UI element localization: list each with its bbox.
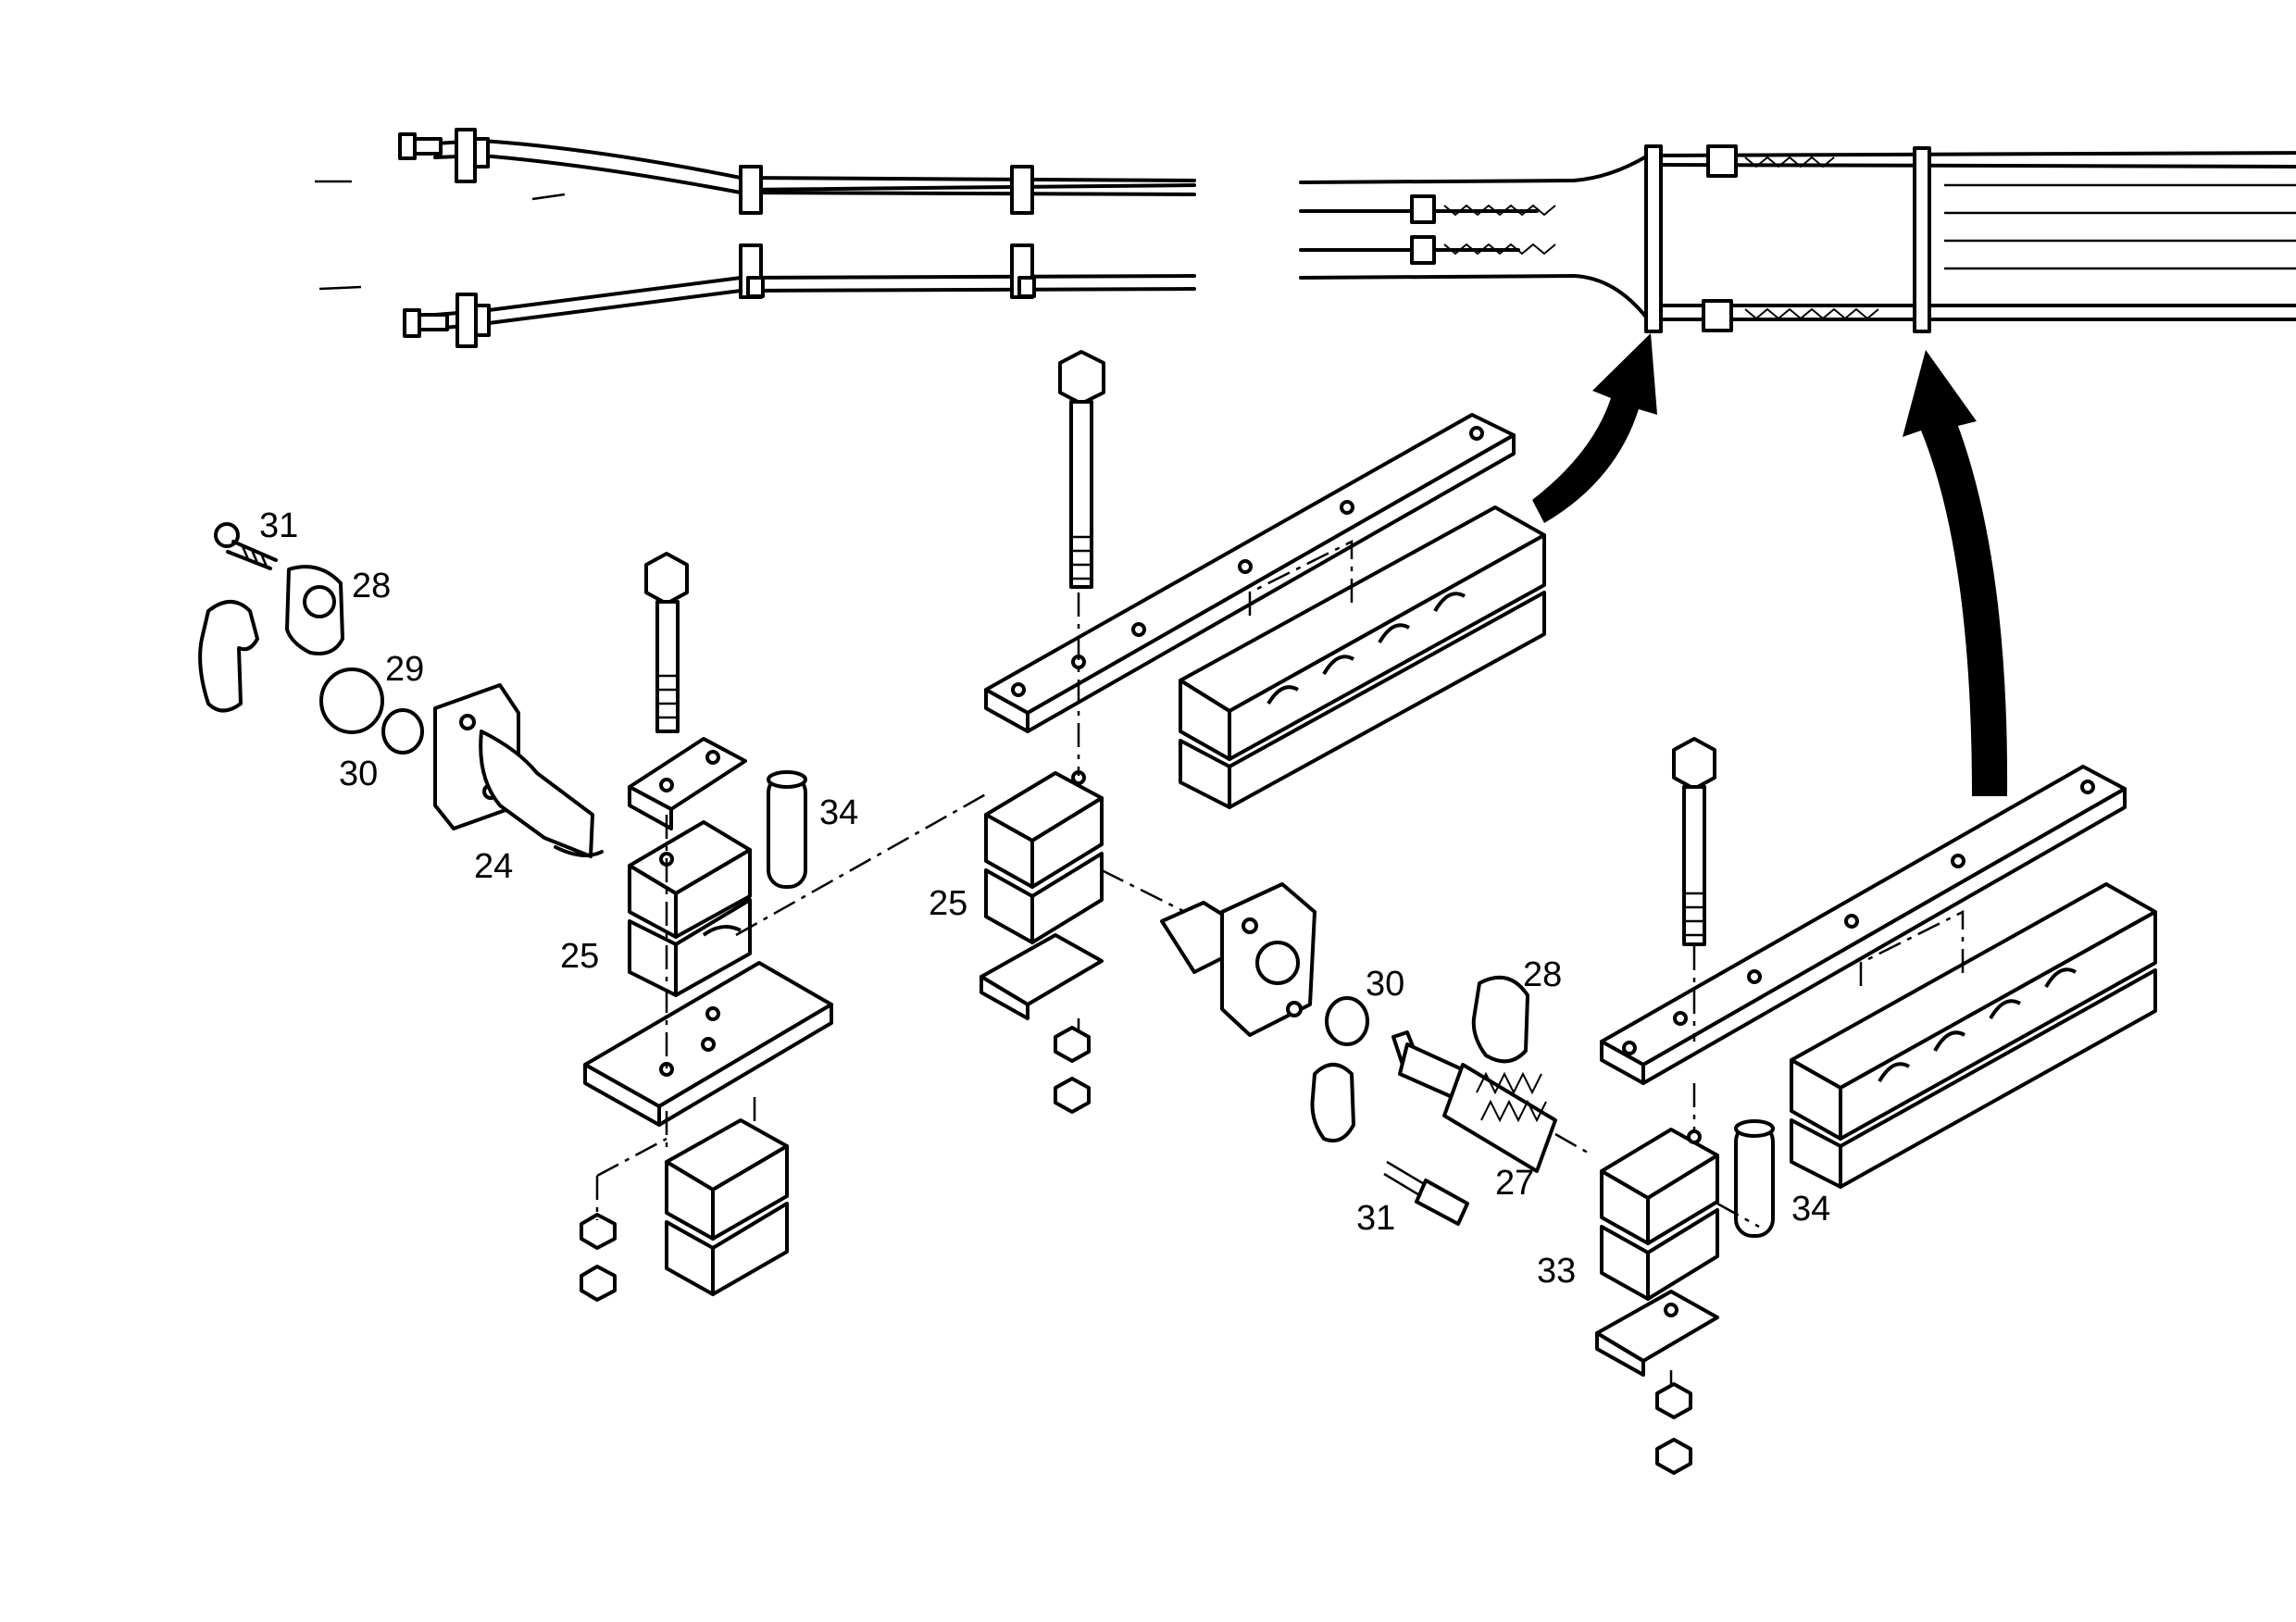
left-flange-assembly [198,522,604,858]
callout-27: 27 [1495,1164,1534,1203]
callout-28-right: 28 [1523,955,1562,994]
pipe-routing-overview [315,128,2296,348]
callout-24: 24 [474,847,513,886]
callout-31-bottom: 31 [1356,1199,1395,1238]
callout-25-left: 25 [560,937,599,976]
callout-30-mid: 30 [1366,965,1404,1004]
callout-28-left: 28 [352,567,391,605]
arrow-to-left-bracket [1532,333,1657,523]
left-clamp-stack [580,552,992,1302]
center-flange-hose [1160,882,1589,1226]
callout-34-left: 34 [819,793,858,832]
callout-33: 33 [1537,1252,1576,1291]
arrow-to-right-bracket [1903,350,2008,796]
right-rail-assembly [1595,737,2157,1475]
center-rail-assembly [980,350,1546,1114]
callout-30-left: 30 [339,755,378,793]
callout-34-right: 34 [1791,1190,1830,1229]
callout-31-top: 31 [259,506,298,545]
callout-29: 29 [385,650,424,689]
callout-25-mid: 25 [929,884,967,923]
